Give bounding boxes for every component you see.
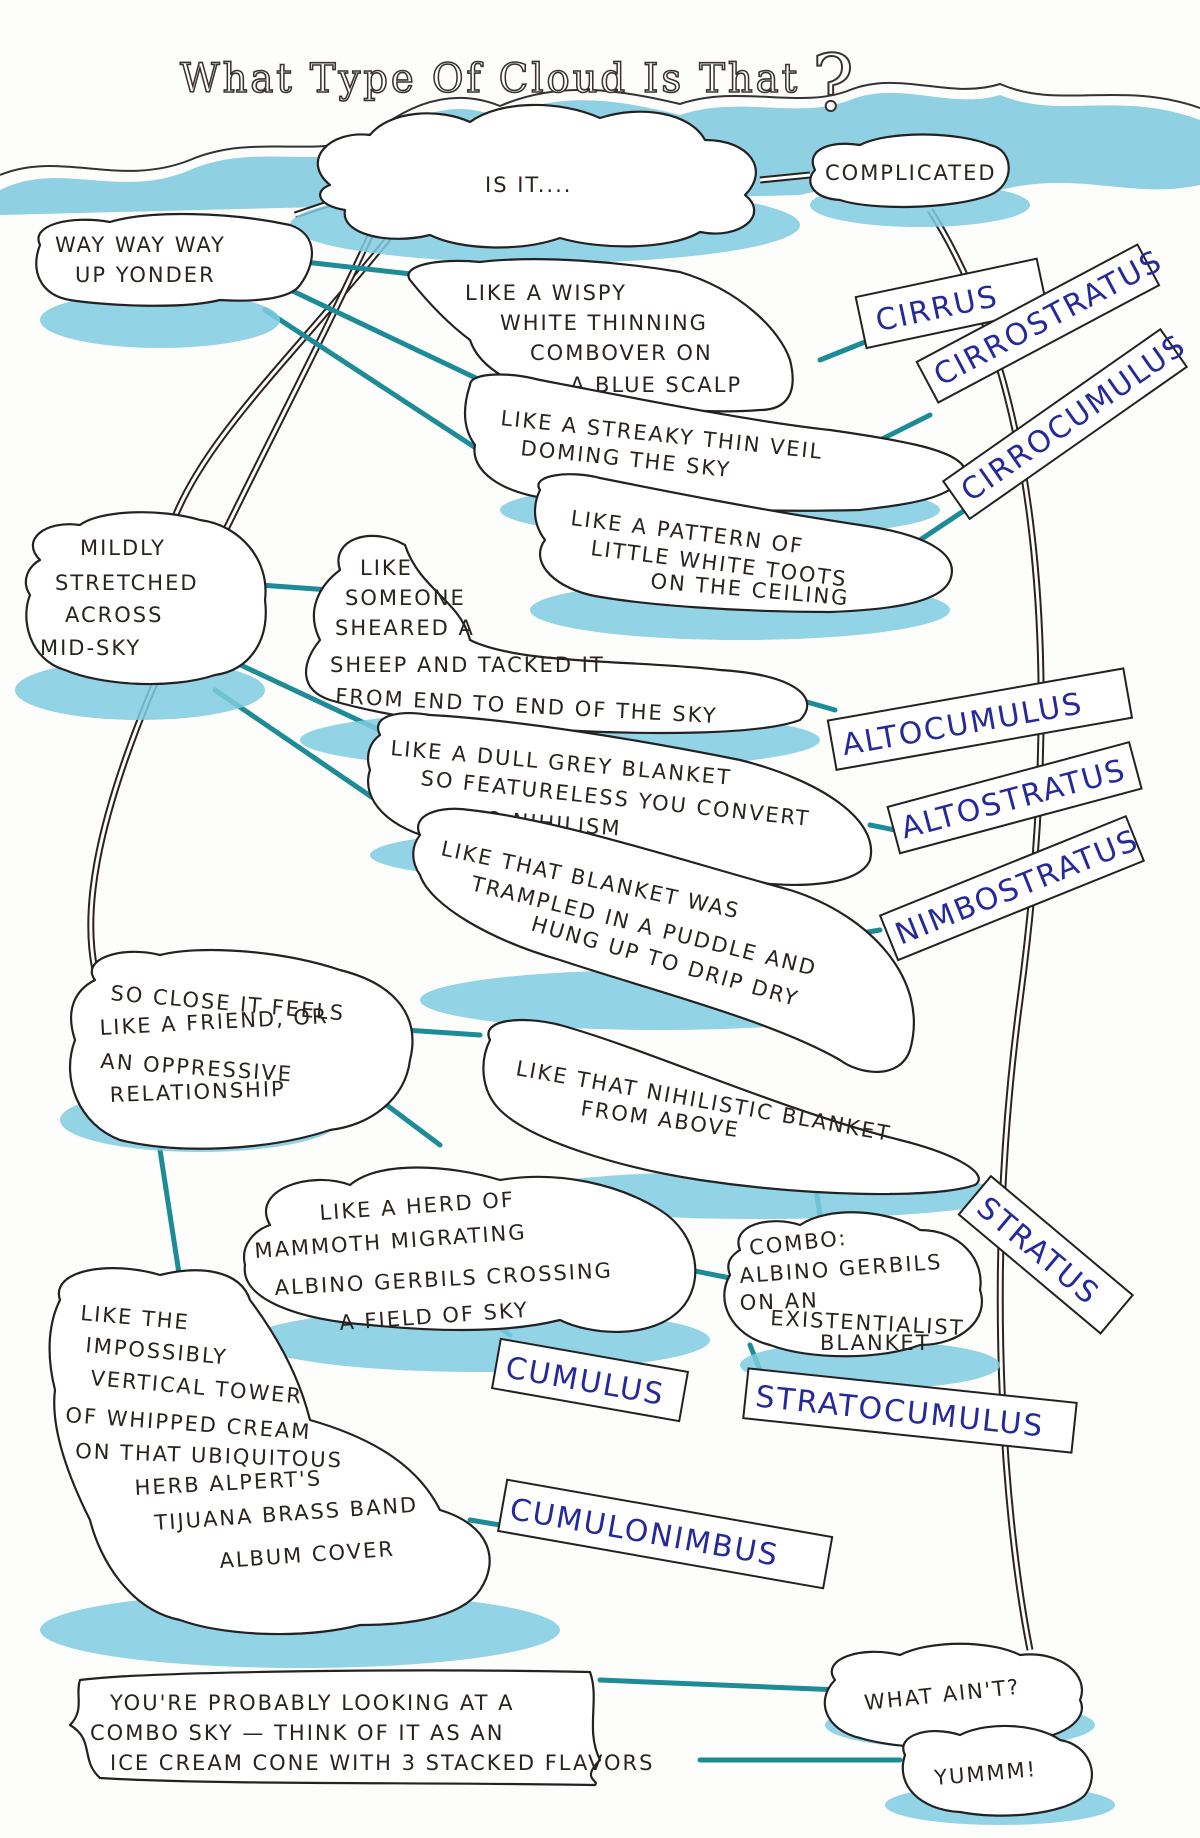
mid-line-4: MID-SKY (40, 636, 141, 660)
combo-sky-box: YOU'RE PROBABLY LOOKING AT A COMBO SKY —… (68, 1669, 654, 1787)
cirrus-desc-2: WHITE THINNING (500, 311, 708, 335)
combo-text-1: YOU'RE PROBABLY LOOKING AT A (109, 1691, 515, 1715)
label-stratus-text: STRATUS (970, 1190, 1106, 1312)
altocumulus-desc-4: SHEEP AND TACKED IT (330, 653, 605, 677)
cumulus-description-cloud: LIKE A HERD OF MAMMOTH MIGRATING ALBINO … (242, 1166, 710, 1372)
combo-text-2: COMBO SKY — THINK OF IT AS AN (90, 1721, 504, 1745)
mid-line-2: STRETCHED (55, 571, 199, 595)
cumulonimbus-description-cloud: LIKE THE IMPOSSIBLY VERTICAL TOWER OF WH… (40, 1267, 560, 1668)
high-line-1: WAY WAY WAY (55, 233, 226, 257)
altocumulus-desc-2: SOMEONE (345, 586, 466, 610)
low-altitude-cloud: SO CLOSE IT FEELS LIKE A FRIEND, OR AN O… (60, 948, 414, 1152)
high-line-2: UP YONDER (75, 263, 216, 287)
altocumulus-desc-3: SHEARED A (335, 616, 475, 640)
yummm-cloud: YUMMM! (885, 1724, 1115, 1825)
title-question-mark: ? (812, 39, 854, 129)
high-altitude-cloud: WAY WAY WAY UP YONDER (35, 212, 313, 348)
sky-band-edge (0, 81, 1200, 176)
page-title: What Type Of Cloud Is That (180, 56, 800, 102)
complicated-cloud: COMPLICATED (809, 133, 1030, 227)
cirrus-desc-3: COMBOVER ON (530, 341, 713, 365)
altocumulus-desc-1: LIKE (360, 556, 413, 580)
start-cloud: IS IT.... (290, 103, 800, 263)
cirrus-desc-1: LIKE A WISPY (465, 281, 627, 305)
stratocumulus-description-cloud: COMBO: ALBINO GERBILS ON AN EXISTENTIALI… (723, 1211, 1000, 1389)
label-cumulonimbus: CUMULONIMBUS (497, 1478, 834, 1590)
cirrus-description-cloud: LIKE A WISPY WHITE THINNING COMBOVER ON … (407, 258, 794, 413)
complicated-label: COMPLICATED (825, 161, 997, 185)
combo-text-3: ICE CREAM CONE WITH 3 STACKED FLAVORS (110, 1751, 654, 1775)
cirrocumulus-description-cloud: LIKE A PATTERN OF LITTLE WHITE TOOTS ON … (530, 473, 953, 640)
stratocumulus-desc-3: ON AN (739, 1288, 819, 1315)
stratocumulus-desc-5: BLANKET (820, 1331, 931, 1355)
start-question: IS IT.... (485, 173, 572, 197)
what-aint-cloud: WHAT AIN'T? (823, 1642, 1095, 1750)
mid-altitude-cloud: MILDLY STRETCHED ACROSS MID-SKY (15, 511, 267, 720)
mid-line-3: ACROSS (65, 603, 163, 627)
mid-line-1: MILDLY (80, 536, 166, 560)
label-stratus: STRATUS (957, 1174, 1135, 1335)
